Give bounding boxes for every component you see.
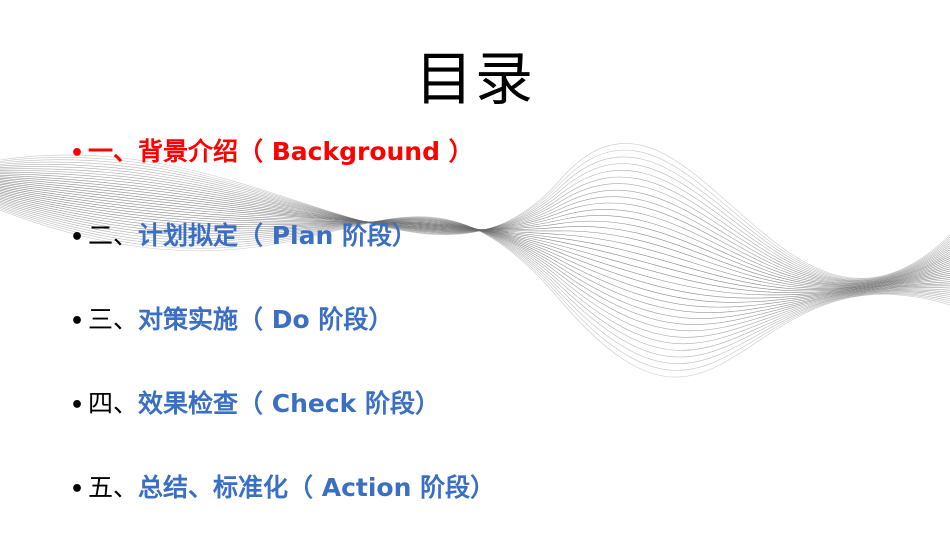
wave-line	[0, 156, 950, 280]
bullet: •	[70, 225, 85, 250]
wave-line	[0, 209, 950, 378]
toc-number: 一、	[88, 137, 139, 166]
wave-line	[0, 205, 950, 358]
wave-line	[0, 191, 950, 303]
slide-title: 目录	[414, 45, 535, 113]
toc-text: 计划拟定（ Plan 阶段）	[138, 221, 417, 250]
toc-item-5: •五、总结、标准化（ Action 阶段）	[70, 471, 495, 507]
wave-line	[0, 197, 950, 325]
bullet: •	[70, 393, 85, 418]
wave-line	[0, 180, 950, 288]
toc-number: 四、	[88, 389, 139, 418]
wave-line	[0, 171, 950, 284]
wave-line	[0, 203, 950, 351]
wave-line	[0, 177, 950, 287]
wave-line	[0, 174, 950, 285]
toc-item-4: •四、效果检查（ Check 阶段）	[70, 387, 440, 423]
wave-line	[0, 166, 950, 282]
wave-line	[0, 179, 950, 288]
toc-number: 二、	[88, 221, 139, 250]
wave-line	[0, 190, 950, 299]
wave-line	[0, 170, 950, 283]
wave-line	[0, 200, 950, 338]
toc-text: 对策实施（ Do 阶段）	[138, 305, 394, 334]
bullet: •	[70, 309, 85, 334]
toc-text: 总结、标准化（ Action 阶段）	[138, 473, 496, 502]
wave-line	[0, 208, 950, 371]
wave-line	[0, 194, 950, 313]
toc-number: 三、	[88, 305, 139, 334]
wave-line	[0, 182, 950, 289]
toc-item-1: •一、背景介绍（ Background ）	[70, 135, 474, 171]
bullet: •	[70, 477, 85, 502]
wave-line	[0, 188, 950, 296]
wave-line	[0, 149, 950, 280]
wave-line	[0, 185, 950, 292]
wave-line	[0, 193, 950, 308]
toc-item-2: •二、计划拟定（ Plan 阶段）	[70, 219, 417, 255]
wave-line	[0, 161, 950, 281]
bullet: •	[70, 141, 85, 166]
toc-item-3: •三、对策实施（ Do 阶段）	[70, 303, 393, 339]
wave-line	[0, 168, 950, 283]
wave-line	[0, 164, 950, 281]
wave-line	[0, 173, 950, 285]
wave-line	[0, 143, 950, 279]
toc-text: 背景介绍（ Background ）	[138, 137, 474, 166]
wave-line	[0, 206, 950, 364]
wave-line	[0, 176, 950, 286]
wave-line	[0, 199, 950, 332]
wave-line	[0, 183, 950, 290]
toc-number: 五、	[88, 473, 139, 502]
toc-text: 效果检查（ Check 阶段）	[138, 389, 440, 418]
wave-line	[0, 196, 950, 319]
wave-line	[0, 187, 950, 293]
wave-line	[0, 202, 950, 345]
